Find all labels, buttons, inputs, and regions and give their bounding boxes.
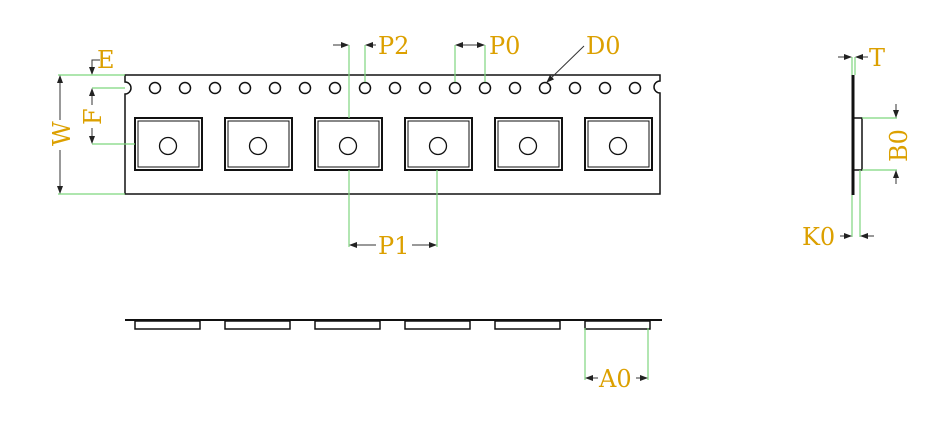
pocket <box>584 117 653 171</box>
sprocket-hole <box>538 81 552 95</box>
sprocket-hole <box>418 81 432 95</box>
pocket <box>404 117 473 171</box>
sprocket-hole <box>598 81 612 95</box>
pocket <box>224 117 293 171</box>
label-t: T <box>869 44 885 72</box>
sprocket-hole <box>268 81 282 95</box>
sprocket-hole <box>358 81 372 95</box>
pocket-profile <box>134 320 201 330</box>
label-p2: P2 <box>378 32 409 60</box>
sprocket-hole <box>148 81 162 95</box>
sprocket-hole <box>508 81 522 95</box>
sprocket-hole <box>298 81 312 95</box>
dimension-p2: P2 <box>333 32 409 118</box>
sprocket-hole <box>208 81 222 95</box>
label-f: F <box>79 108 107 125</box>
sprocket-hole <box>478 81 492 95</box>
tape-outline <box>124 74 661 195</box>
pocket-profile <box>584 320 651 330</box>
dimension-a0: A0 <box>584 328 649 393</box>
pockets <box>134 117 653 171</box>
pocket-profile <box>224 320 291 330</box>
sprocket-hole <box>448 81 462 95</box>
dimension-f: F <box>79 87 135 145</box>
sprocket-hole <box>628 81 642 95</box>
dimension-p1: P1 <box>348 170 438 260</box>
sprocket-hole <box>568 81 582 95</box>
label-k0: K0 <box>802 223 835 251</box>
pocket-profile <box>314 320 381 330</box>
dimension-p0: P0 <box>454 32 520 82</box>
sprocket-hole <box>328 81 342 95</box>
dimension-d0: D0 <box>546 32 621 83</box>
label-p0: P0 <box>489 32 520 60</box>
sprocket-hole <box>238 81 252 95</box>
sprocket-holes <box>148 81 642 95</box>
pocket <box>134 117 203 171</box>
pocket <box>314 117 383 171</box>
sprocket-hole <box>388 81 402 95</box>
label-e: E <box>97 46 115 74</box>
label-a0: A0 <box>598 365 632 393</box>
label-p1: P1 <box>378 232 409 260</box>
pocket-profile <box>404 320 471 330</box>
bottom-view <box>125 319 662 330</box>
side-view: T B0 K0 <box>802 44 913 251</box>
label-w: W <box>48 121 76 146</box>
pocket-profile <box>494 320 561 330</box>
label-b0: B0 <box>885 129 913 162</box>
pocket <box>494 117 563 171</box>
dimension-e: E <box>89 46 115 75</box>
label-d0: D0 <box>586 32 621 60</box>
dimension-w: W <box>48 74 125 195</box>
sprocket-hole <box>178 81 192 95</box>
